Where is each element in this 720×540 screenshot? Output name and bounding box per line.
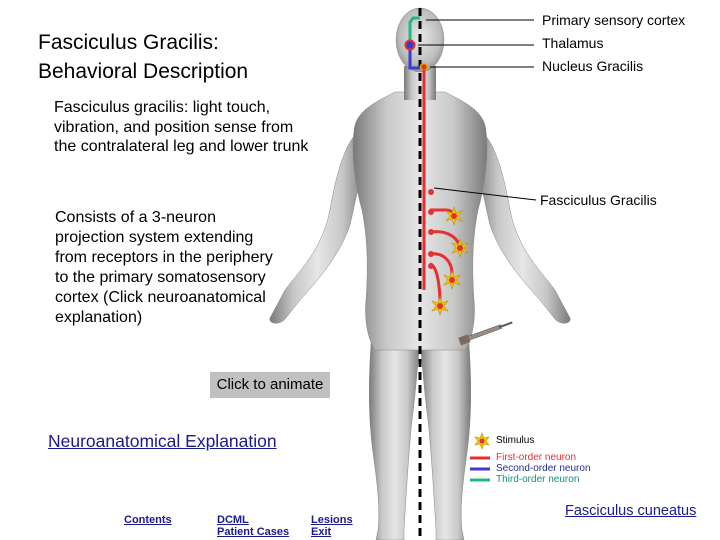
legend-second-order-label: Second-order neuron xyxy=(496,463,591,474)
system-explanation: Consists of a 3-neuron projection system… xyxy=(55,209,273,326)
nucleus-gracilis-neuron-icon xyxy=(419,62,429,72)
third-order-neuron-path xyxy=(408,16,420,44)
label-thalamus: Thalamus xyxy=(542,35,604,51)
dorsal-root-ganglion-icons xyxy=(428,189,434,269)
nav-lesions[interactable]: Lesions xyxy=(311,514,353,526)
label-fasciculus-gracilis: Fasciculus Gracilis xyxy=(540,192,657,208)
nav-dcml-patient-cases-link[interactable]: DCML Patient Cases xyxy=(217,514,289,538)
nav-dcml-line1: DCML xyxy=(217,514,249,526)
fasciculus-cuneatus-link[interactable]: Fasciculus cuneatus xyxy=(565,503,697,519)
nav-contents-link[interactable]: Contents xyxy=(124,514,172,526)
nav-dcml-line2: Patient Cases xyxy=(217,526,290,538)
title-line-2: Behavioral Description xyxy=(38,60,249,83)
tuning-fork-icon xyxy=(458,321,513,346)
thalamus-neuron-icon xyxy=(404,39,416,51)
label-nucleus-gracilis: Nucleus Gracilis xyxy=(542,58,644,74)
animate-button[interactable]: Click to animate xyxy=(210,372,330,398)
nav-lesions-exit-link[interactable]: Lesions Exit xyxy=(311,514,353,538)
title-line-1: Fasciculus Gracilis: xyxy=(38,31,219,54)
nav-exit[interactable]: Exit xyxy=(311,526,332,538)
label-leader-lines xyxy=(418,19,537,201)
legend-first-order-label: First-order neuron xyxy=(496,452,577,463)
neuroanatomical-explanation-link[interactable]: Neuroanatomical Explanation xyxy=(48,431,277,451)
legend-stimulus-icon xyxy=(474,432,490,450)
stimulus-burst-icon xyxy=(431,206,469,316)
second-order-neuron-path xyxy=(408,46,422,70)
label-primary-sensory-cortex: Primary sensory cortex xyxy=(542,12,686,28)
legend-third-order-label: Third-order neuron xyxy=(496,474,580,485)
behavior-description: Fasciculus gracilis: light touch, vibrat… xyxy=(54,99,309,155)
page-title: Fasciculus Gracilis: Behavioral Descript… xyxy=(38,28,368,86)
legend-stimulus-label: Stimulus xyxy=(496,435,535,446)
